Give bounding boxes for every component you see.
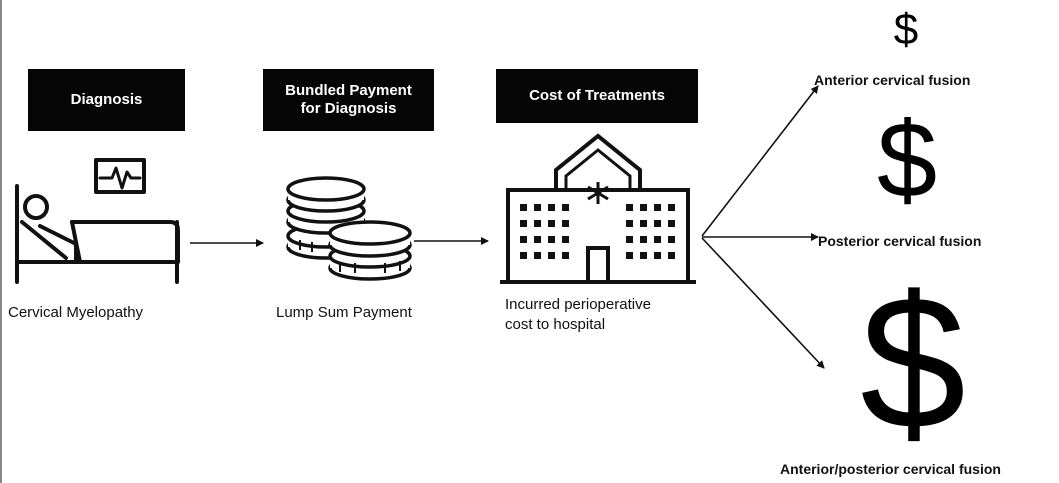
stage-caption-payment: Lump Sum Payment — [276, 304, 412, 321]
arrow-to-anterior-posterior — [701, 237, 825, 369]
cost-dollar-large: $ — [860, 257, 966, 469]
stage-header-cost-of-treatments: Cost of Treatments — [496, 69, 698, 123]
arrow-to-anterior — [701, 85, 819, 237]
stage-header-diagnosis: Diagnosis — [28, 69, 185, 131]
stage-header-bundled-payment: Bundled Payment for Diagnosis — [263, 69, 434, 131]
outcome-label-anterior-posterior: Anterior/posterior cervical fusion — [780, 461, 1001, 477]
hospital-icon — [500, 133, 696, 284]
outcome-label-anterior: Anterior cervical fusion — [814, 72, 971, 88]
cost-dollar-small: $ — [893, 5, 919, 54]
hospital-windows — [520, 204, 675, 259]
outcome-label-posterior: Posterior cervical fusion — [818, 233, 982, 249]
stage-caption-diagnosis: Cervical Myelopathy — [8, 304, 144, 321]
stage-caption-cost: Incurred perioperative cost to hospital — [505, 296, 651, 333]
coins-icon — [286, 176, 412, 281]
patient-bed-icon — [15, 158, 180, 284]
cost-dollar-medium: $ — [876, 99, 938, 220]
